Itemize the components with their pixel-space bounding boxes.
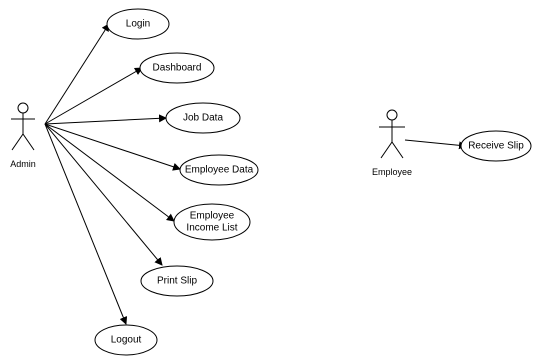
admin-actor-label: Admin [10, 159, 36, 169]
employee-actor-label: Employee [372, 167, 412, 177]
use-case-logout: Logout [94, 324, 158, 356]
association-admin-print-slip [44, 123, 163, 266]
admin-actor: Admin [10, 102, 36, 169]
use-case-receive-slip: Receive Slip [460, 130, 532, 162]
employee-actor-head [386, 109, 398, 121]
use-case-employee-income-list-label-line-2: Income List [186, 223, 237, 234]
use-case-employee-data: Employee Data [179, 154, 259, 186]
admin-actor-left-leg [11, 133, 24, 151]
use-case-login: Login [106, 8, 170, 40]
use-case-dashboard: Dashboard [139, 52, 215, 84]
use-case-employee-income-list: Employee Income List [173, 203, 251, 241]
use-case-login-label: Login [126, 19, 150, 30]
association-admin-employee-income-list [44, 123, 175, 222]
employee-actor-left-leg [380, 141, 393, 159]
employee-actor-right-leg [391, 141, 404, 159]
use-case-print-slip: Print Slip [140, 265, 214, 297]
use-case-receive-slip-label: Receive Slip [468, 141, 524, 152]
association-employee-receive-slip [404, 139, 467, 150]
association-admin-job-data [44, 114, 167, 125]
use-case-employee-data-label: Employee Data [185, 165, 254, 176]
use-case-logout-label: Logout [111, 335, 142, 346]
use-case-job-data: Job Data [165, 102, 241, 134]
use-case-employee-income-list-label-line-1: Employee [190, 211, 235, 222]
association-admin-login [44, 23, 110, 125]
use-case-print-slip-label: Print Slip [157, 276, 197, 287]
association-admin-logout [44, 123, 128, 325]
use-case-job-data-label: Job Data [183, 113, 223, 124]
admin-actor-head [17, 102, 29, 114]
use-case-dashboard-label: Dashboard [153, 63, 202, 74]
association-admin-dashboard [44, 67, 143, 125]
employee-actor: Employee [372, 109, 412, 177]
association-admin-employee-data [44, 123, 181, 171]
admin-actor-right-leg [22, 133, 35, 151]
